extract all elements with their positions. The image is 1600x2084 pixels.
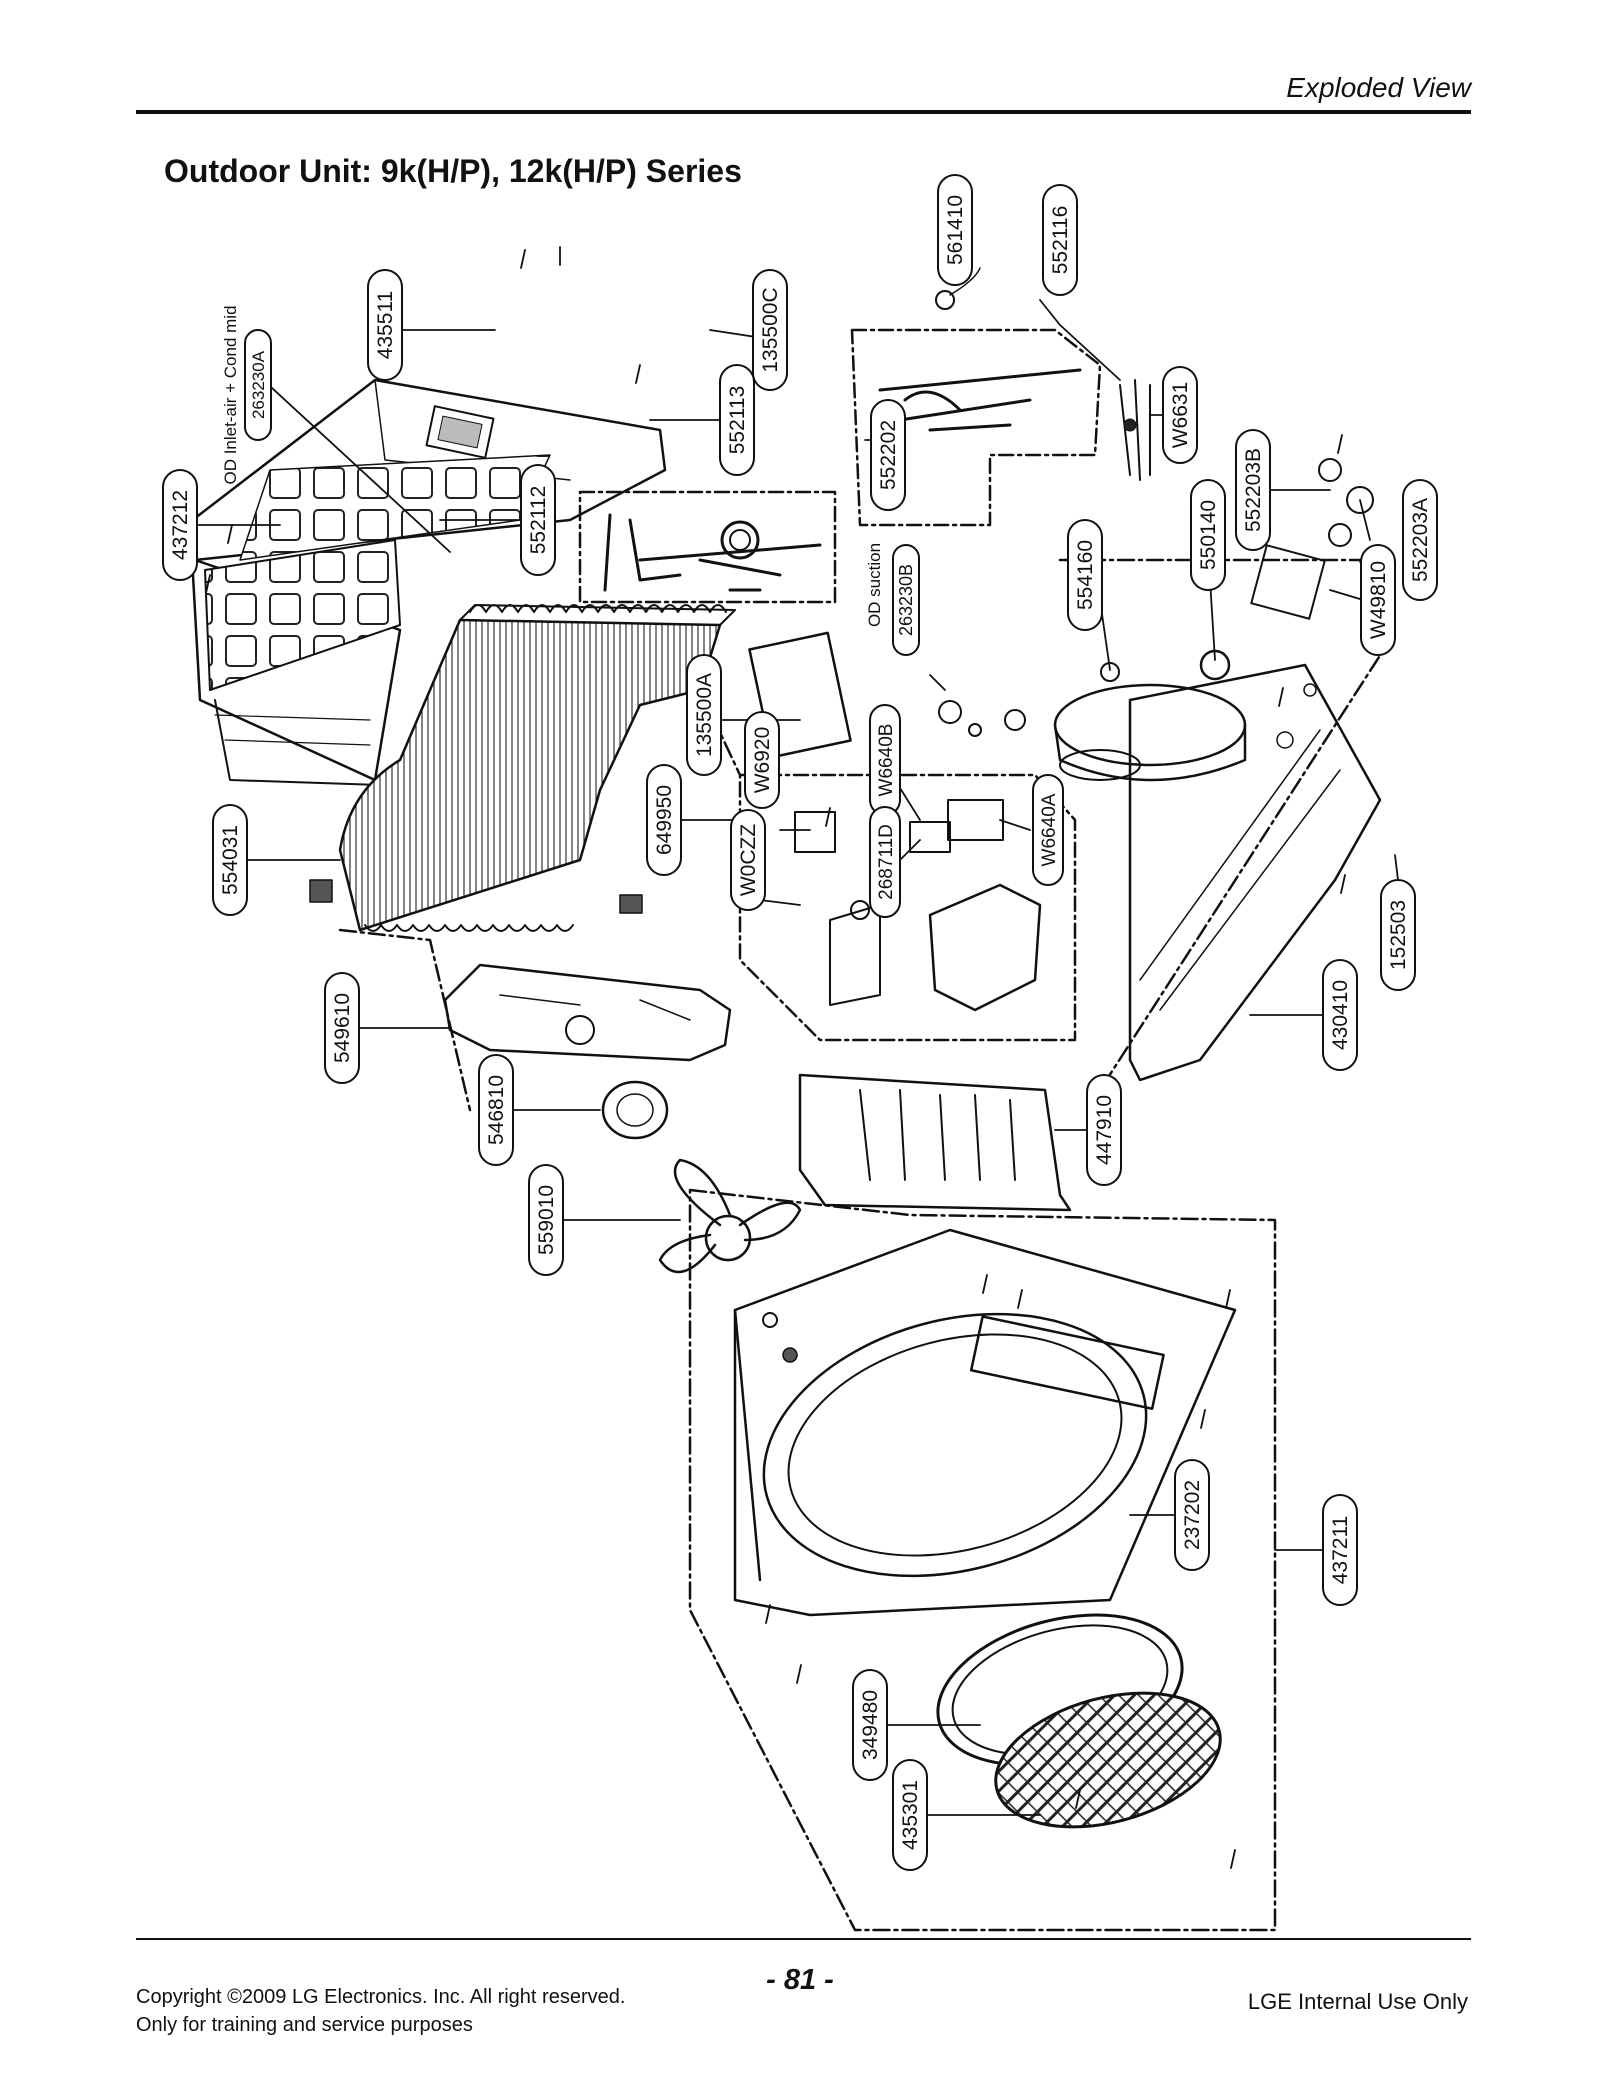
page-title: Outdoor Unit: 9k(H/P), 12k(H/P) Series [164, 153, 742, 189]
callout-349480: 349480 [859, 1690, 882, 1760]
callout-546810: 546810 [485, 1075, 508, 1145]
callout-W6920: W6920 [751, 727, 774, 794]
fan-blade [658, 1158, 802, 1363]
callout-152503: 152503 [1387, 900, 1410, 970]
leader-lines [195, 299, 1399, 1816]
front-cabinet [733, 1228, 1237, 1617]
callout-552202: 552202 [877, 420, 900, 490]
internal-use-note: LGE Internal Use Only [1247, 1989, 1468, 2014]
header-rule [136, 110, 1471, 114]
callout-W6640A: W6640A [1039, 793, 1060, 866]
base-pan [1128, 663, 1382, 1082]
tubing-assembly [578, 490, 837, 604]
callout-561410: 561410 [944, 195, 967, 265]
callout-W0CZZ: W0CZZ [737, 824, 760, 896]
valve-assembly [850, 267, 1102, 527]
callout-237202: 237202 [1181, 1480, 1204, 1550]
compressor [938, 649, 1247, 782]
callout-135500A: 135500A [693, 673, 716, 757]
callout-437212: 437212 [169, 490, 192, 560]
copyright-text: Copyright ©2009 LG Electronics. Inc. All… [136, 1986, 626, 2008]
note-od-inlet-air: OD Inlet-air + Cond mid [221, 305, 240, 484]
callout-430410: 430410 [1329, 980, 1352, 1050]
footer-left: Copyright ©2009 LG Electronics. Inc. All… [136, 1983, 625, 2039]
callout-W49810: W49810 [1367, 561, 1390, 639]
callout-552113: 552113 [726, 386, 749, 455]
service-valves [1250, 458, 1374, 620]
callout-559010: 559010 [535, 1185, 558, 1255]
callout-437211: 437211 [1329, 1516, 1352, 1585]
callout-550140: 550140 [1197, 500, 1220, 570]
callout-447910: 447910 [1093, 1095, 1116, 1165]
callout-268711D: 268711D [876, 824, 897, 900]
callout-W6631: W6631 [1169, 382, 1192, 449]
orifice-and-grille [936, 1613, 1222, 1829]
wire-harness [1119, 379, 1151, 481]
section-label: Exploded View [1286, 72, 1471, 103]
motor-mount [443, 963, 732, 1062]
callout-549610: 549610 [331, 993, 354, 1063]
callout-552203B: 552203B [1242, 448, 1265, 532]
callout-649950: 649950 [653, 785, 676, 855]
note-od-suction: OD suction [865, 543, 884, 627]
condenser-coil [309, 604, 736, 932]
fan-motor [601, 1080, 669, 1140]
callout-W6640B: W6640B [876, 724, 897, 797]
callout-435511: 435511 [374, 291, 397, 360]
callout-552116: 552116 [1049, 206, 1072, 275]
callout-552112: 552112 [527, 486, 550, 555]
control-box-assembly [738, 631, 1077, 1042]
callout-552203A: 552203A [1409, 498, 1432, 582]
callout-263230B: 263230B [896, 564, 916, 636]
training-note: Only for training and service purposes [136, 2014, 473, 2036]
barrier-panel [798, 1073, 1072, 1212]
callout-263230A: 263230A [249, 350, 268, 419]
footer-rule [136, 1938, 1471, 1940]
callout-554031: 554031 [219, 825, 242, 895]
cover-top-side-panel [188, 378, 667, 786]
screws [205, 246, 1346, 1869]
callout-435301: 435301 [899, 1780, 922, 1850]
callout-135500C: 135500C [759, 287, 782, 372]
callout-554160: 554160 [1074, 540, 1097, 610]
page-number: - 81 - [766, 1964, 834, 1996]
